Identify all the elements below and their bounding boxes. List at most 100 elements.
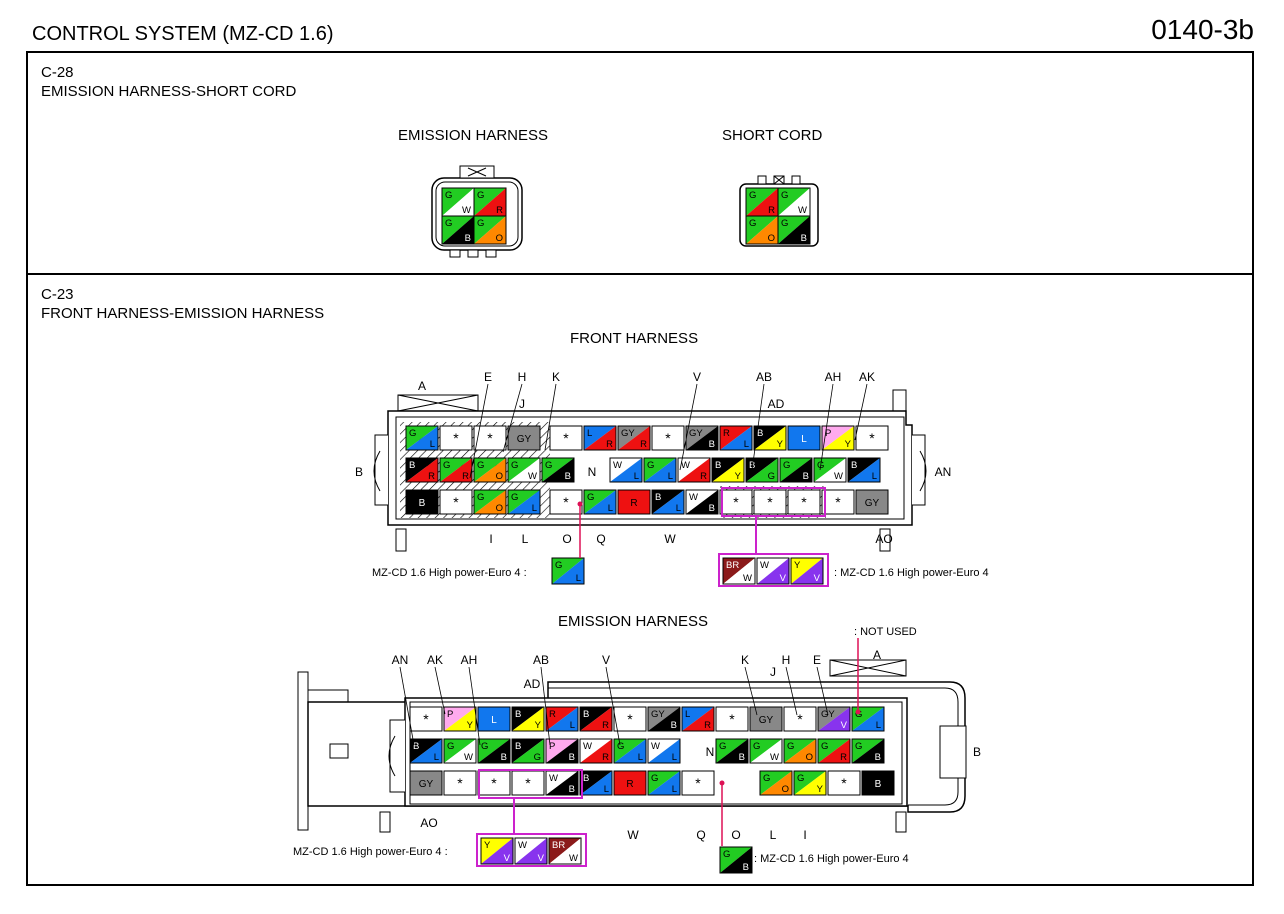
svg-text:*: * <box>733 494 739 510</box>
emis-label-h: H <box>781 653 791 667</box>
front-pin: GR <box>439 457 473 483</box>
front-variant-right-note: : MZ-CD 1.6 High power-Euro 4 <box>834 567 989 579</box>
svg-text:G: G <box>787 741 794 752</box>
emission-pin: R <box>613 770 647 796</box>
svg-text:*: * <box>797 711 803 727</box>
front-pin: B <box>405 489 439 515</box>
emission-pin: BL <box>579 770 613 796</box>
c28-left-title: EMISSION HARNESS <box>398 127 549 144</box>
front-pin: * <box>651 425 685 451</box>
variant-pin: WV <box>756 557 790 585</box>
emission-pin: * <box>681 770 715 796</box>
svg-text:B: B <box>749 460 755 471</box>
svg-text:B: B <box>565 471 571 482</box>
svg-text:R: R <box>723 428 730 439</box>
front-label-ak: AK <box>858 370 876 384</box>
front-label-ao: AO <box>875 532 893 546</box>
svg-text:GY: GY <box>651 709 665 720</box>
front-pin: * <box>855 425 889 451</box>
svg-text:V: V <box>538 853 545 864</box>
emission-pin: GB <box>851 738 885 764</box>
emission-pin: BG <box>511 738 545 764</box>
svg-text:W: W <box>583 741 592 752</box>
svg-text:G: G <box>783 460 790 471</box>
svg-text:G: G <box>443 460 450 471</box>
svg-text:GY: GY <box>419 779 434 790</box>
svg-text:Y: Y <box>777 439 784 450</box>
emission-pin: GY <box>793 770 827 796</box>
svg-text:L: L <box>608 503 613 514</box>
svg-text:R: R <box>840 752 847 763</box>
emission-pin: B <box>861 770 895 796</box>
svg-text:W: W <box>689 492 698 503</box>
svg-text:B: B <box>413 741 419 752</box>
svg-text:Y: Y <box>845 439 852 450</box>
svg-text:*: * <box>665 430 671 446</box>
emission-pin: LR <box>681 706 715 732</box>
svg-text:B: B <box>583 773 589 784</box>
front-pin: BL <box>651 489 685 515</box>
svg-text:G: G <box>477 190 484 201</box>
svg-text:B: B <box>801 233 807 244</box>
svg-text:W: W <box>834 471 843 482</box>
svg-text:*: * <box>841 775 847 791</box>
emission-pin: RL <box>545 706 579 732</box>
svg-text:Y: Y <box>467 720 474 731</box>
svg-text:B: B <box>569 784 575 795</box>
front-label-j: J <box>519 397 525 411</box>
svg-text:L: L <box>668 471 673 482</box>
emis-label-o: O <box>731 828 741 842</box>
svg-text:V: V <box>504 853 511 864</box>
svg-text:B: B <box>515 709 521 720</box>
svg-text:*: * <box>487 430 493 446</box>
svg-text:G: G <box>749 190 756 201</box>
svg-text:G: G <box>723 849 730 860</box>
svg-text:W: W <box>549 773 558 784</box>
front-pin: GO <box>473 489 507 515</box>
emission-pin: GY <box>409 770 443 796</box>
front-label-q: Q <box>596 532 606 546</box>
front-label-b: B <box>354 465 364 479</box>
svg-text:B: B <box>583 709 589 720</box>
front-pin: BL <box>847 457 881 483</box>
svg-text:G: G <box>617 741 624 752</box>
svg-text:GY: GY <box>517 434 532 445</box>
c28-left-pin: GB <box>441 215 475 245</box>
emission-pin: GYV <box>817 706 851 732</box>
svg-text:R: R <box>428 471 435 482</box>
emission-pin: GL <box>851 706 885 732</box>
svg-text:R: R <box>496 205 503 216</box>
svg-text:R: R <box>462 471 469 482</box>
front-label-e: E <box>483 370 493 384</box>
front-pin: WL <box>609 457 643 483</box>
c23-name: FRONT HARNESS-EMISSION HARNESS <box>41 305 325 322</box>
front-variant-left-note: MZ-CD 1.6 High power-Euro 4 : <box>372 567 527 579</box>
svg-text:P: P <box>825 428 831 439</box>
front-pin: GY <box>855 489 889 515</box>
svg-text:G: G <box>477 460 484 471</box>
front-pin: RL <box>719 425 753 451</box>
emission-pin: PY <box>443 706 477 732</box>
emission-pin: GW <box>443 738 477 764</box>
emission-pin: * <box>783 706 817 732</box>
front-label-a: A <box>417 379 427 393</box>
svg-text:G: G <box>481 741 488 752</box>
svg-text:G: G <box>511 460 518 471</box>
front-pin: GL <box>507 489 541 515</box>
front-pin: BY <box>753 425 787 451</box>
svg-text:L: L <box>491 715 497 726</box>
svg-text:G: G <box>534 752 541 763</box>
emission-pin: GL <box>613 738 647 764</box>
emission-pin: BY <box>511 706 545 732</box>
svg-text:GY: GY <box>759 715 774 726</box>
front-pin: * <box>473 425 507 451</box>
front-label-h: H <box>517 370 527 384</box>
svg-text:L: L <box>872 471 877 482</box>
svg-text:G: G <box>447 741 454 752</box>
svg-text:*: * <box>525 775 531 791</box>
front-pin: GYR <box>617 425 651 451</box>
emis-label-ah: AH <box>460 653 478 667</box>
c28-right-pin: GB <box>777 215 811 245</box>
variant-pin: GB <box>719 846 753 874</box>
svg-text:B: B <box>875 752 881 763</box>
